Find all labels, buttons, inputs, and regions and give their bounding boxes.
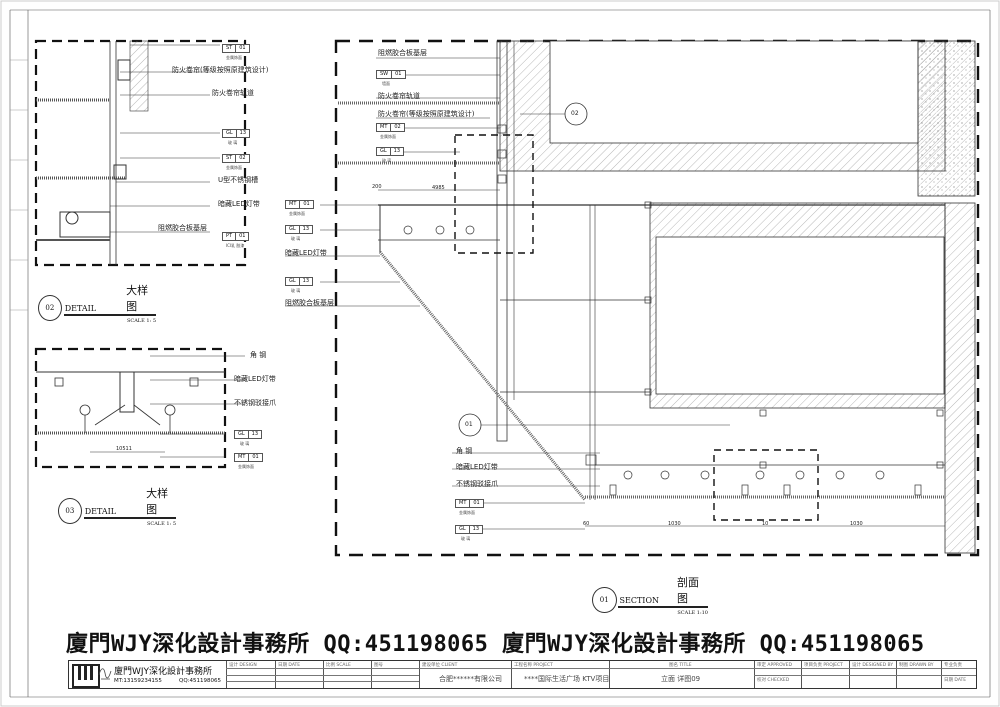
annotation-label: 角 钢 [250, 351, 267, 359]
dimension-label: 60 [583, 521, 590, 527]
drawing-name: 立面 详图09 [661, 675, 701, 683]
dimension-label: 1030 [850, 521, 863, 527]
tag-caption: 玻 璃 [382, 158, 392, 163]
annotation-label: 阻燃胶合板基层 [285, 299, 334, 307]
annotation-label: 暗藏LED灯带 [456, 463, 498, 471]
dimension-label: 10 [762, 521, 769, 527]
section-01-title: 01 SECTION 剖面图 SCALE 1:10 [592, 574, 708, 616]
tag-caption: ICI乳 胶漆 [226, 243, 245, 248]
tag-caption: 玻 璃 [461, 536, 471, 541]
annotation-label: 阻燃胶合板基层 [378, 49, 427, 57]
dimension-label: 4985 [432, 185, 445, 191]
tag-caption: 金属饰面 [289, 211, 305, 216]
section-01-drawing [285, 39, 980, 557]
tag-caption: 金属饰面 [459, 510, 475, 515]
detail-03-title: 03 DETAIL 大样图 SCALE 1: 5 [58, 485, 176, 527]
tag-caption: 金属饰面 [226, 165, 242, 170]
tag-caption: 墙面 [382, 81, 390, 86]
company-logo [72, 664, 100, 688]
annotation-label: 阻燃胶合板基层 [158, 224, 207, 232]
project-name: ****国际生活广场 KTV项目 [524, 675, 610, 683]
annotation-label: 防火卷帘(等级按照原建筑设计) [378, 110, 475, 118]
callout-01[interactable]: 01 [465, 421, 473, 428]
annotation-label: 防火卷帘(等级按照原建筑设计) [172, 66, 269, 74]
tag-caption: 金属饰面 [380, 134, 396, 139]
detail-02-drawing [34, 39, 247, 267]
tag-caption: 玻 璃 [240, 441, 250, 446]
watermark-text: 廈門WJY深化設計事務所 QQ:451198065 廈門WJY深化設計事務所 Q… [66, 632, 925, 657]
detail-02-title: 02 DETAIL 大样图 SCALE 1: 5 [38, 282, 156, 324]
annotation-label: 不锈钢驳接爪 [234, 399, 276, 407]
annotation-label: 暗藏LED灯带 [234, 375, 276, 383]
dimension-label: 200 [372, 184, 382, 190]
annotation-label: 暗藏LED灯带 [285, 249, 327, 257]
company-name: 廈門WJY深化設計事務所 [114, 667, 213, 677]
contact-qq: QQ:451198065 [179, 678, 222, 684]
tag-caption: 玻 璃 [228, 140, 238, 145]
annotation-label: 角 钢 [456, 447, 473, 455]
tag-caption: 金属饰面 [238, 464, 254, 469]
annotation-label: U型不锈钢槽 [218, 176, 259, 184]
contact-phone: MT:13159234155 [114, 678, 162, 684]
tag-caption: 金属饰面 [226, 55, 242, 60]
annotation-label: 防火卷帘轨道 [378, 92, 420, 100]
callout-02[interactable]: 02 [571, 110, 579, 117]
tag-caption: 玻 璃 [291, 288, 301, 293]
annotation-label: 防火卷帘轨道 [212, 89, 254, 97]
detail-03-drawing [34, 347, 245, 469]
client-name: 合肥******有限公司 [439, 675, 502, 683]
annotation-label: 不锈钢驳接爪 [456, 480, 498, 488]
title-block: 廈門WJY深化設計事務所 MT:13159234155 QQ:451198065… [68, 660, 977, 689]
dimension-label: 10511 [116, 446, 132, 452]
annotation-label: 暗藏LED灯带 [218, 200, 260, 208]
signature [98, 668, 112, 680]
tag-caption: 玻 璃 [291, 236, 301, 241]
dimension-label: 1030 [668, 521, 681, 527]
